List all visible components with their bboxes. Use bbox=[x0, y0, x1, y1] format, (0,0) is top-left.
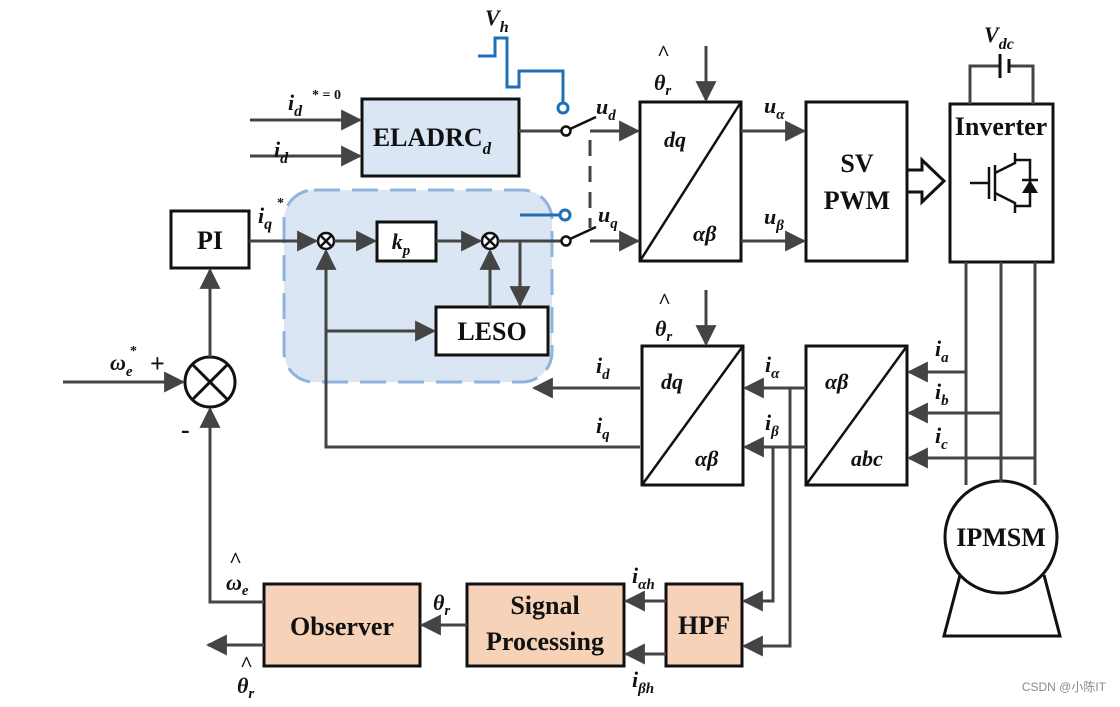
ipmsm-motor: IPMSM bbox=[942, 479, 1062, 638]
eladrc-block: ELADRCd bbox=[360, 97, 521, 178]
svg-text:ωe: ωe bbox=[110, 350, 133, 380]
svg-text:+: + bbox=[150, 349, 165, 378]
clarke-transform-block: αβ abc bbox=[804, 344, 909, 487]
svg-text:Observer: Observer bbox=[290, 612, 394, 641]
park-transform-feedback-block: dq αβ bbox=[640, 344, 745, 487]
svg-text:*: * bbox=[277, 196, 284, 211]
hpf-block: HPF bbox=[664, 582, 744, 668]
svg-text:uq: uq bbox=[598, 202, 618, 232]
svg-text:PI: PI bbox=[197, 226, 223, 255]
svg-text:iβ: iβ bbox=[765, 410, 779, 440]
svg-text:HPF: HPF bbox=[678, 611, 730, 640]
pwm-to-inverter-arrow bbox=[905, 156, 947, 206]
svg-text:id: id bbox=[274, 137, 289, 167]
svg-text:uα: uα bbox=[764, 93, 785, 123]
svg-text:αβ: αβ bbox=[825, 369, 849, 394]
svg-text:ib: ib bbox=[935, 379, 949, 409]
svg-text:kp: kp bbox=[392, 229, 411, 259]
svg-text:αβ: αβ bbox=[695, 446, 719, 471]
svpwm-block: SV PWM bbox=[804, 100, 909, 263]
svg-text:uβ: uβ bbox=[764, 204, 784, 234]
signal-labels: Vh Vdc id * = 0 id iq * ud uq uα uβ ^ θr… bbox=[110, 5, 1014, 702]
svg-text:αβ: αβ bbox=[693, 221, 717, 246]
svg-text:-: - bbox=[181, 415, 190, 444]
svg-text:iα: iα bbox=[765, 352, 780, 382]
svg-text:iαh: iαh bbox=[632, 563, 655, 593]
svg-text:Inverter: Inverter bbox=[955, 112, 1047, 141]
inverter-block: Inverter bbox=[948, 102, 1055, 264]
kp-gain-block: kp bbox=[375, 220, 438, 263]
hf-injection-signal bbox=[478, 36, 572, 222]
svg-text:^: ^ bbox=[240, 651, 253, 676]
leso-block: LESO bbox=[434, 305, 550, 357]
svg-text:^: ^ bbox=[658, 288, 671, 313]
park-transform-block: dq αβ bbox=[638, 100, 743, 263]
svg-text:ud: ud bbox=[596, 94, 616, 124]
svg-text:LESO: LESO bbox=[457, 317, 526, 346]
svg-text:* = 0: * = 0 bbox=[312, 88, 341, 103]
svg-text:ELADRCd: ELADRCd bbox=[373, 123, 492, 158]
svg-text:iβh: iβh bbox=[632, 667, 654, 697]
signal-processing-block: Signal Processing bbox=[465, 582, 626, 668]
svg-text:*: * bbox=[130, 344, 137, 359]
svg-text:ic: ic bbox=[935, 423, 948, 453]
svg-text:iq: iq bbox=[596, 413, 610, 443]
svg-text:dq: dq bbox=[661, 369, 683, 394]
svg-text:Vdc: Vdc bbox=[984, 22, 1014, 53]
observer-block: Observer bbox=[262, 582, 422, 668]
svg-text:PWM: PWM bbox=[824, 186, 890, 215]
adrc-sum-junction-2 bbox=[480, 231, 500, 251]
svg-text:abc: abc bbox=[851, 446, 883, 471]
watermark: CSDN @小陈IT bbox=[1022, 679, 1107, 694]
switch-q bbox=[560, 225, 597, 247]
svg-text:θr: θr bbox=[654, 70, 671, 99]
svg-text:SV: SV bbox=[840, 149, 873, 178]
svg-text:dq: dq bbox=[664, 127, 686, 152]
signal-wires bbox=[63, 46, 1037, 665]
adrc-sum-junction-1 bbox=[316, 231, 336, 251]
svg-text:id: id bbox=[596, 353, 610, 383]
switch-d bbox=[560, 115, 597, 137]
svg-text:iq: iq bbox=[258, 203, 272, 233]
svg-text:id: id bbox=[288, 90, 303, 120]
speed-summing-junction bbox=[183, 355, 237, 409]
svg-text:Vh: Vh bbox=[485, 5, 509, 36]
svg-text:θr: θr bbox=[433, 590, 450, 619]
svg-text:^: ^ bbox=[229, 547, 242, 572]
svg-text:IPMSM: IPMSM bbox=[956, 523, 1046, 552]
svg-text:θr: θr bbox=[655, 316, 672, 345]
svg-text:ia: ia bbox=[935, 336, 949, 366]
svg-text:θr: θr bbox=[237, 673, 254, 702]
pi-block: PI bbox=[169, 209, 251, 270]
svg-text:Signal: Signal bbox=[510, 591, 579, 620]
svg-text:Processing: Processing bbox=[486, 627, 604, 656]
svg-text:^: ^ bbox=[657, 40, 670, 65]
svg-text:ωe: ωe bbox=[226, 570, 249, 599]
